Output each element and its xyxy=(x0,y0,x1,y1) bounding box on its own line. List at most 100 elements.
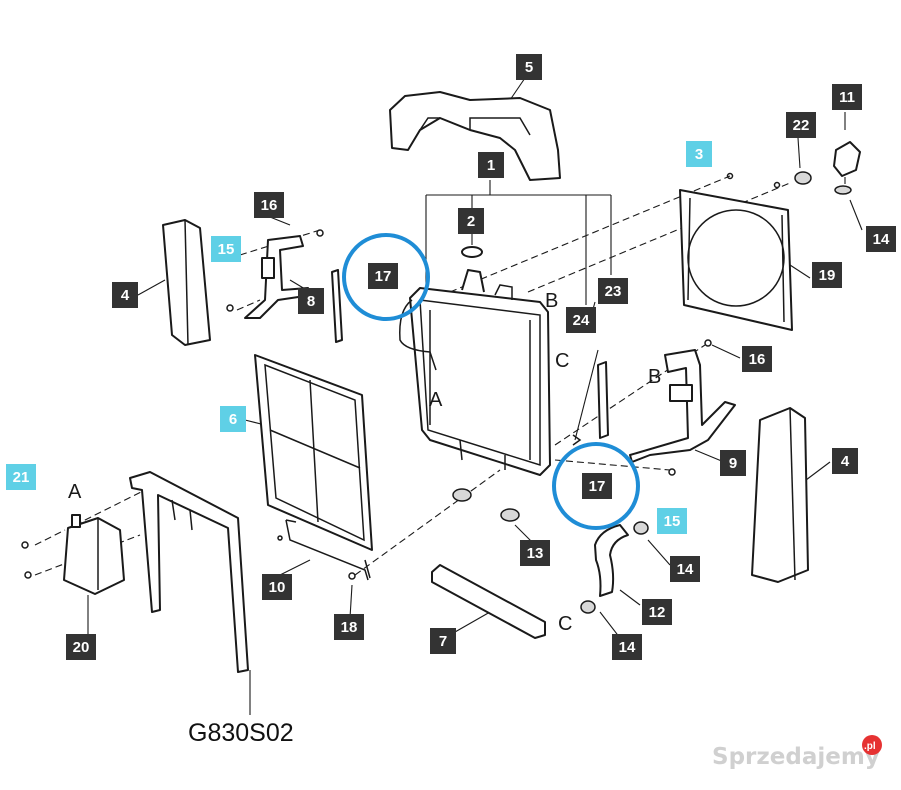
callout-number: 22 xyxy=(793,117,810,134)
seal-strip-left xyxy=(331,269,343,343)
callout-number: 17 xyxy=(589,478,606,495)
lower-bar xyxy=(285,519,371,581)
callout-box xyxy=(582,473,612,499)
callout-box xyxy=(566,307,596,333)
callout-box xyxy=(670,556,700,582)
seal-strip-right xyxy=(597,361,609,439)
highlight-circle-left xyxy=(342,233,430,321)
callout-box xyxy=(516,54,542,80)
callout-number: 2 xyxy=(467,213,475,230)
callout-box xyxy=(686,141,712,167)
callout-number: 23 xyxy=(605,283,622,300)
callout-20: 20 xyxy=(66,634,96,660)
side-seal-left xyxy=(162,219,211,346)
callout-box xyxy=(598,278,628,304)
callout-4: 4 xyxy=(832,448,858,474)
callout-number: 18 xyxy=(341,619,358,636)
callout-box xyxy=(832,448,858,474)
callout-21: 21 xyxy=(6,464,36,490)
letter-a-tank: A xyxy=(68,481,82,503)
callout-19: 19 xyxy=(812,262,842,288)
callout-14: 14 xyxy=(866,226,896,252)
callout-number: 3 xyxy=(695,146,703,163)
callout-4: 4 xyxy=(112,282,138,308)
callout-box xyxy=(298,288,324,314)
callout-24: 24 xyxy=(566,307,596,333)
letter-b-radiator: B xyxy=(545,290,558,312)
callout-number: 19 xyxy=(819,267,836,284)
callout-10: 10 xyxy=(262,574,292,600)
callout-box xyxy=(66,634,96,660)
callout-number: 10 xyxy=(269,579,286,596)
callout-7: 7 xyxy=(430,628,456,654)
connection-letters: A B C B A C xyxy=(68,290,661,635)
callout-number: 24 xyxy=(573,312,590,329)
callout-3: 3 xyxy=(686,141,712,167)
letter-c-radiator: C xyxy=(555,350,569,372)
callout-box xyxy=(612,634,642,660)
callout-number: 11 xyxy=(839,89,855,106)
callout-number: 16 xyxy=(261,197,278,214)
watermark-text: Sprzedajemy xyxy=(712,744,880,770)
callout-box xyxy=(720,450,746,476)
callout-number: 20 xyxy=(73,639,90,656)
callout-13: 13 xyxy=(520,540,550,566)
callout-22: 22 xyxy=(786,112,816,138)
callout-number: 12 xyxy=(649,604,666,621)
callout-15: 15 xyxy=(657,508,687,534)
callout-box xyxy=(657,508,687,534)
callout-9: 9 xyxy=(720,450,746,476)
fan-shroud xyxy=(679,189,793,331)
callout-number: 5 xyxy=(525,59,533,76)
watermark-badge-text: .pl xyxy=(864,741,876,752)
callout-14: 14 xyxy=(670,556,700,582)
callout-number: 4 xyxy=(841,453,850,470)
callout-number: 15 xyxy=(664,513,681,530)
callout-box xyxy=(334,614,364,640)
bolts xyxy=(21,229,712,580)
callout-18: 18 xyxy=(334,614,364,640)
callout-number: 21 xyxy=(13,469,30,486)
callout-box xyxy=(368,263,398,289)
callout-15: 15 xyxy=(211,236,241,262)
callout-box xyxy=(832,84,862,110)
callout-17: 17 xyxy=(368,263,398,289)
watermark: Sprzedajemy .pl xyxy=(712,735,882,770)
callout-box xyxy=(430,628,456,654)
callout-box xyxy=(262,574,292,600)
highlight-circle-right xyxy=(552,442,640,530)
air-duct-part xyxy=(389,91,561,181)
callout-number: 4 xyxy=(121,287,130,304)
tank-bracket xyxy=(129,471,249,673)
callout-23: 23 xyxy=(598,278,628,304)
callout-number: 16 xyxy=(749,351,766,368)
callout-8: 8 xyxy=(298,288,324,314)
callout-box xyxy=(478,152,504,178)
side-seal-right xyxy=(751,407,809,583)
letter-b-bracket: B xyxy=(648,366,661,388)
bracket-right xyxy=(629,349,736,463)
callout-11: 11 xyxy=(832,84,862,110)
callout-number: 8 xyxy=(307,293,315,310)
radiator-screen xyxy=(254,354,373,551)
bottom-seal xyxy=(431,564,546,639)
callout-14: 14 xyxy=(612,634,642,660)
callout-box xyxy=(211,236,241,262)
callout-box xyxy=(254,192,284,218)
callout-box xyxy=(220,406,246,432)
callout-box xyxy=(520,540,550,566)
callout-number: 7 xyxy=(439,633,447,650)
callout-6: 6 xyxy=(220,406,246,432)
callout-number: 15 xyxy=(218,241,235,258)
callout-box xyxy=(786,112,816,138)
callout-box xyxy=(866,226,896,252)
callout-box xyxy=(6,464,36,490)
callout-number: 6 xyxy=(229,411,237,428)
callout-box xyxy=(742,346,772,372)
callout-box xyxy=(458,208,484,234)
callout-17: 17 xyxy=(582,473,612,499)
callout-16: 16 xyxy=(742,346,772,372)
callout-number: 9 xyxy=(729,455,737,472)
